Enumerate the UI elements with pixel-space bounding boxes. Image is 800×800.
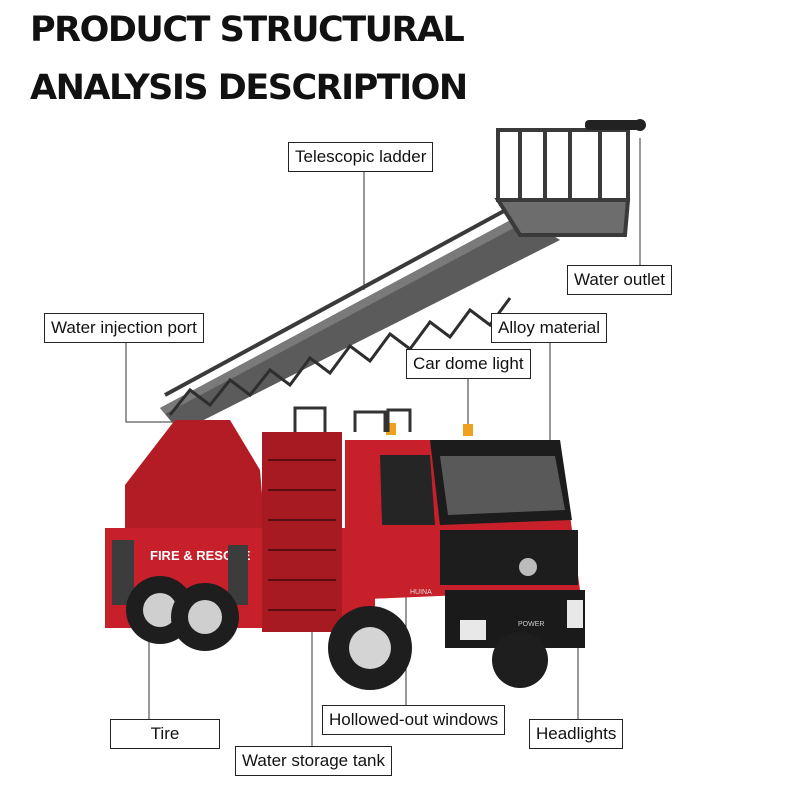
ladder-basket (494, 128, 631, 237)
label-water-storage-tank: Water storage tank (235, 746, 392, 776)
label-car-dome-light: Car dome light (406, 349, 531, 379)
left-headlight (460, 620, 486, 640)
label-water-outlet: Water outlet (567, 265, 673, 295)
fire-and-rescue-marking: FIRE & RESCUE (150, 548, 251, 563)
water-outlet-nozzle (585, 119, 646, 131)
label-hollowed-out-windows: Hollowed-out windows (322, 705, 506, 735)
label-headlights: Headlights (529, 719, 624, 749)
brand-badge-marking: HUINA (410, 589, 432, 596)
power-grille-marking: POWER (518, 621, 544, 628)
telescopic-ladder-shape (160, 203, 560, 432)
leader-lines (125, 138, 641, 746)
dome-light-left (386, 423, 396, 435)
label-alloy-material: Alloy material (491, 313, 608, 343)
dome-light-right (463, 424, 473, 436)
label-telescopic-ladder: Telescopic ladder (288, 142, 434, 172)
truck-body: FIRE & RESCUE HUINA POWER (105, 406, 585, 648)
page-title-line-1: PRODUCT STRUCTURAL (30, 10, 465, 50)
label-tire: Tire (110, 719, 220, 749)
right-headlight (567, 600, 583, 628)
page-title-line-2: ANALYSIS DESCRIPTION (30, 68, 468, 108)
label-water-injection-port: Water injection port (44, 313, 204, 343)
truck-wheels (126, 576, 548, 690)
